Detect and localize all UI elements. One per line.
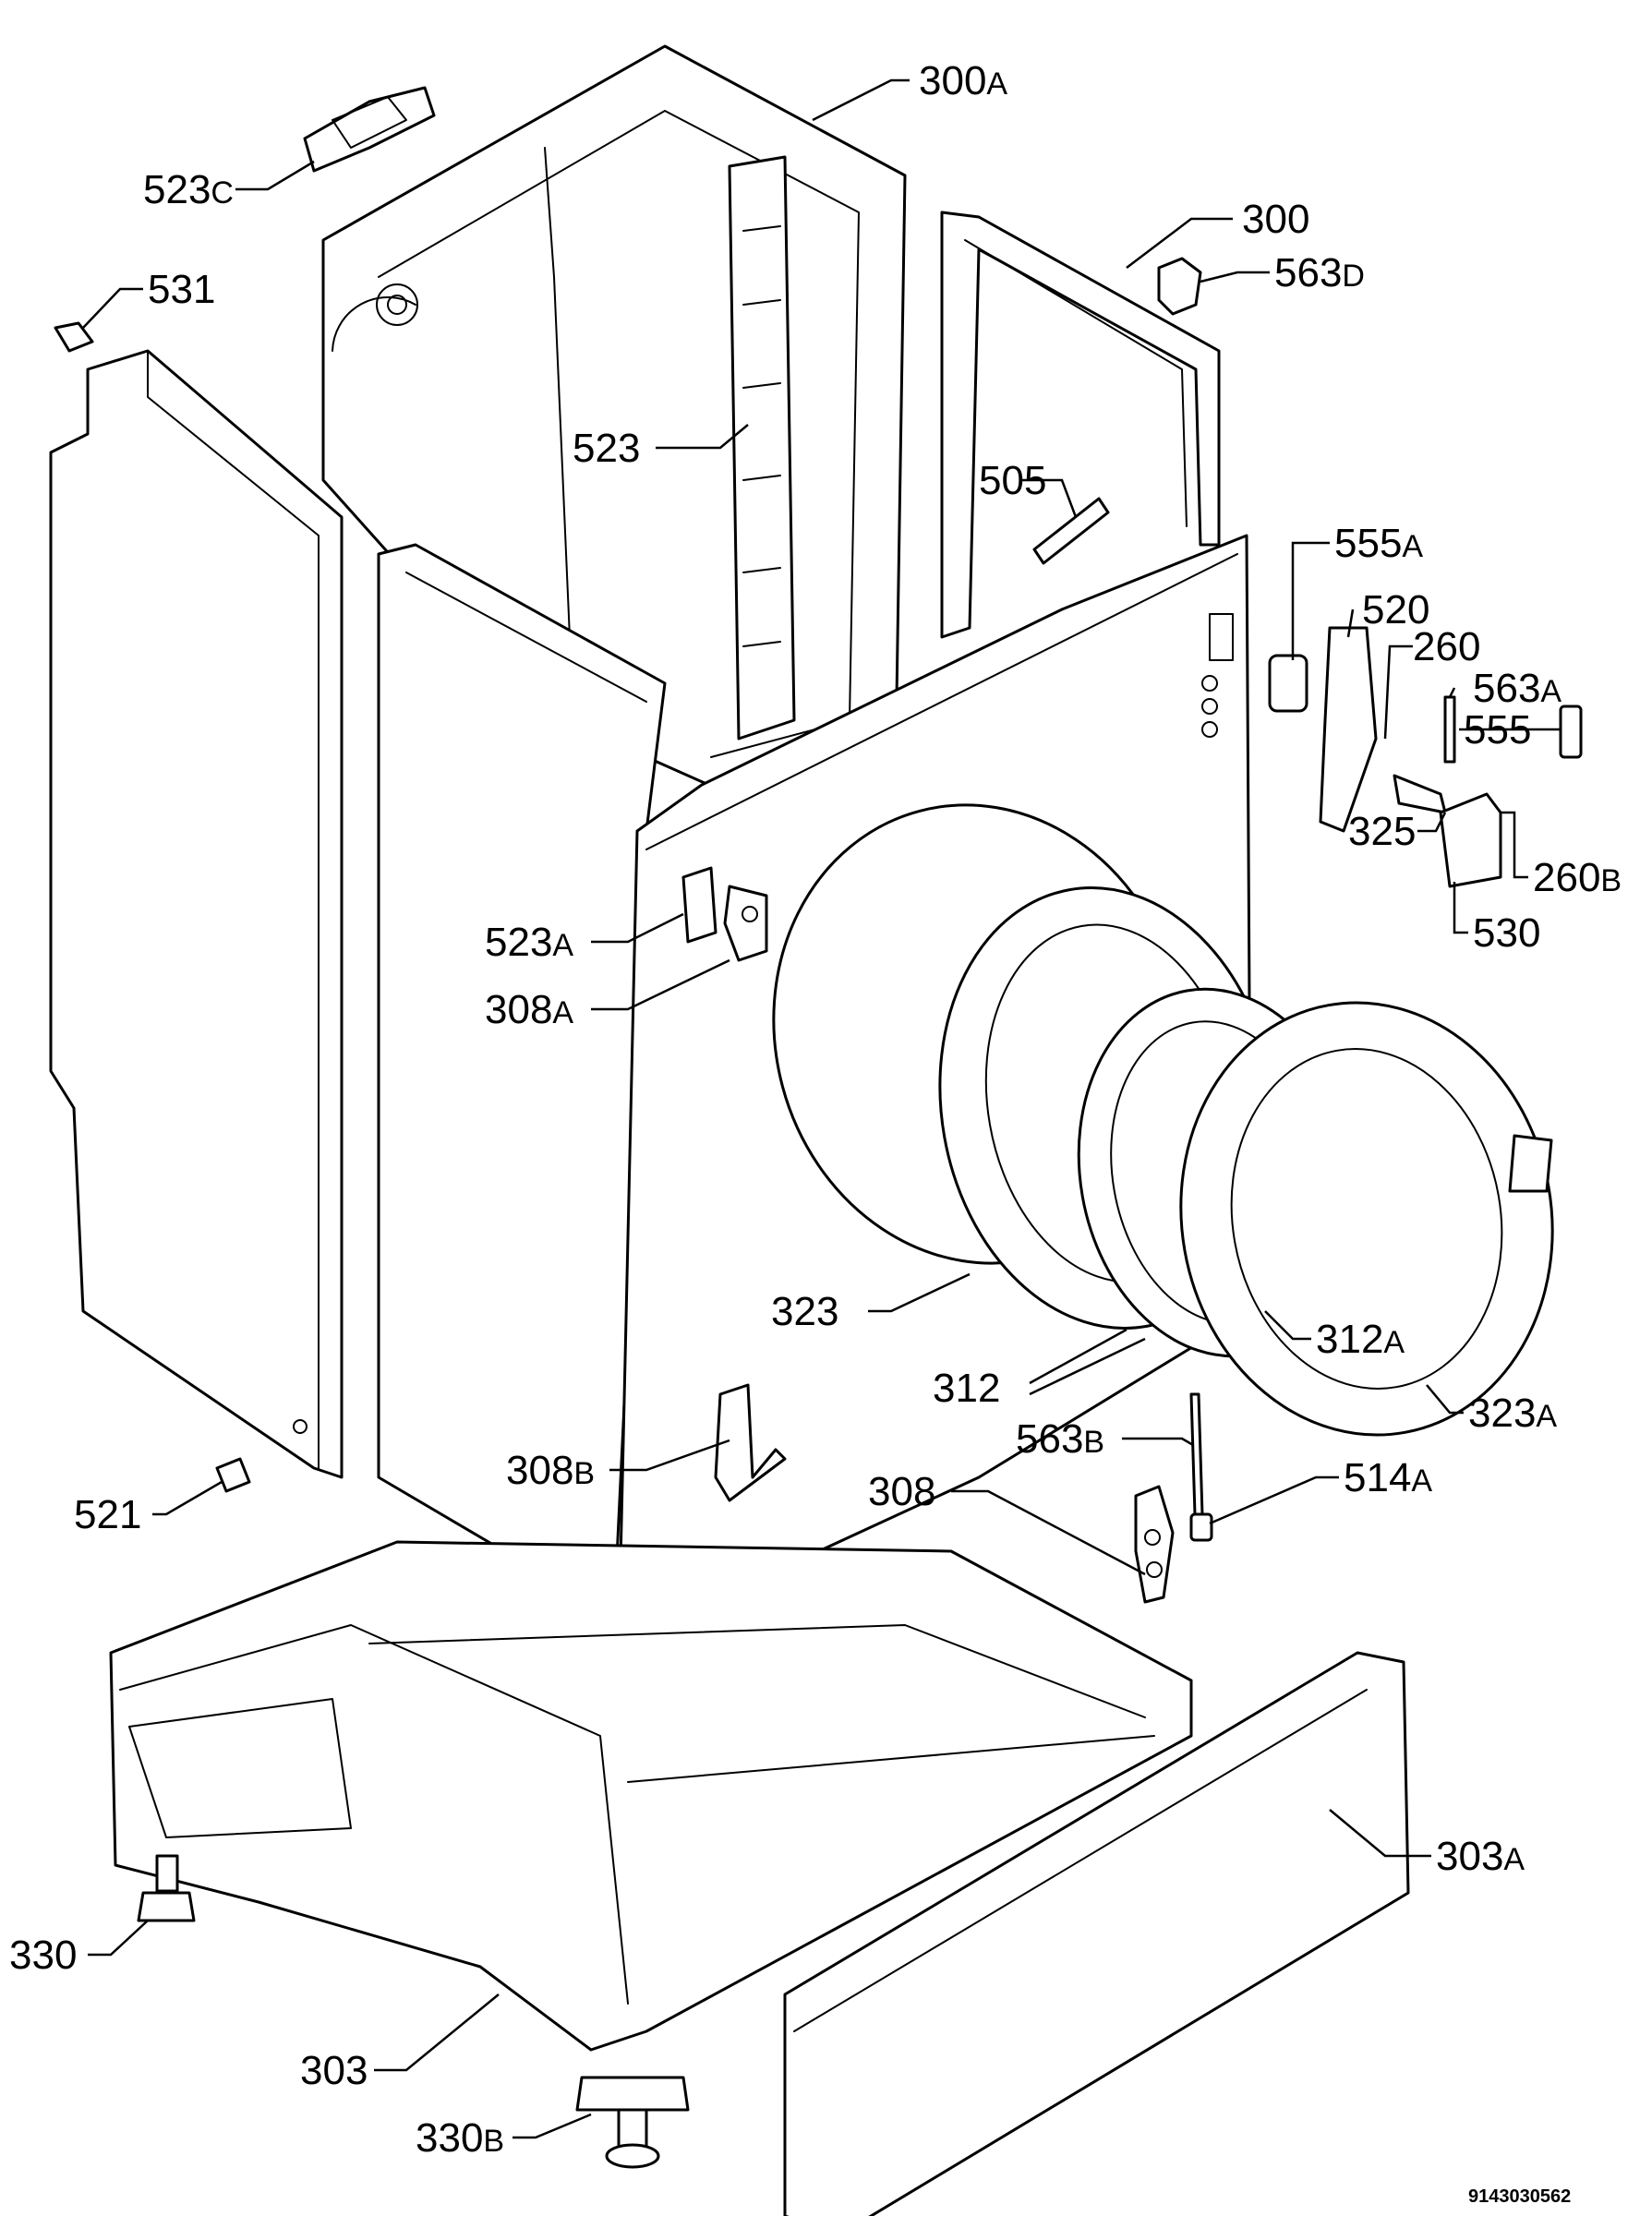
- part-label-308A: 308A: [485, 987, 573, 1032]
- bracket-part-308B: [714, 1383, 787, 1502]
- door-frame-part-323A: [1179, 1001, 1554, 1437]
- part-label-323A: 323A: [1468, 1391, 1557, 1436]
- part-label-303A: 303A: [1436, 1834, 1525, 1879]
- document-number: 9143030562: [1468, 2186, 1571, 2207]
- part-label-308: 308: [868, 1469, 935, 1514]
- foot-part-330: [137, 1854, 196, 1922]
- part-label-323: 323: [771, 1289, 838, 1334]
- part-labels: 300A 523C 300 563D 531 523 505 555A 520 …: [9, 58, 1622, 2161]
- foot-part-330B: [575, 2076, 690, 2169]
- screw-part-521: [215, 1457, 251, 1493]
- pin-part-563B: [1189, 1392, 1204, 1516]
- cover-part-555A: [1268, 654, 1308, 713]
- part-label-514A: 514A: [1344, 1455, 1432, 1500]
- part-label-523A: 523A: [485, 920, 573, 965]
- part-label-308B: 308B: [506, 1448, 595, 1493]
- rear-strip-part-523: [728, 155, 796, 741]
- part-label-520: 520: [1362, 587, 1429, 632]
- part-label-531: 531: [148, 267, 215, 312]
- part-label-555A: 555A: [1334, 521, 1423, 566]
- lock-plate-part-520: [1319, 626, 1378, 833]
- part-label-260: 260: [1413, 624, 1480, 669]
- part-label-325: 325: [1348, 809, 1416, 854]
- part-label-330: 330: [9, 1933, 77, 1978]
- leader-lines: [82, 78, 1561, 2139]
- part-label-523C: 523C: [143, 167, 234, 212]
- part-label-312: 312: [933, 1366, 1000, 1411]
- screw-part-514A: [1189, 1512, 1213, 1542]
- part-label-303: 303: [300, 2048, 368, 2093]
- part-label-563B: 563B: [1016, 1416, 1104, 1462]
- part-label-523: 523: [573, 426, 640, 471]
- part-label-260B: 260B: [1533, 855, 1622, 900]
- base-frame-part-303: [109, 1540, 1193, 2052]
- switch-part-530: [1439, 792, 1502, 888]
- part-label-563A: 563A: [1473, 666, 1562, 711]
- part-label-521: 521: [74, 1492, 141, 1537]
- left-side-panel: [49, 349, 344, 1479]
- bracket-part-523A-308A: [681, 866, 768, 962]
- part-label-330B: 330B: [416, 2115, 504, 2161]
- pin-part-563A: [1443, 695, 1456, 764]
- hinge-part-308: [1134, 1485, 1175, 1604]
- part-label-312A: 312A: [1316, 1317, 1405, 1362]
- part-label-555: 555: [1464, 707, 1531, 753]
- part-label-530: 530: [1473, 910, 1540, 956]
- part-label-300: 300: [1242, 197, 1309, 242]
- part-label-300A: 300A: [919, 58, 1007, 103]
- cap-part-555: [1559, 705, 1583, 759]
- lever-part-325: [1393, 774, 1447, 814]
- right-frame-part-300: [940, 211, 1221, 639]
- rod-part-505: [1032, 497, 1110, 565]
- cap-part-563D: [1157, 257, 1202, 316]
- part-label-505: 505: [979, 458, 1046, 503]
- door-lock-assembly: [1268, 626, 1583, 888]
- screw-part-531: [54, 321, 94, 353]
- kick-panel-part-303A: [783, 1651, 1410, 2216]
- part-label-563D: 563D: [1274, 250, 1365, 295]
- clip-part-523C: [303, 86, 436, 173]
